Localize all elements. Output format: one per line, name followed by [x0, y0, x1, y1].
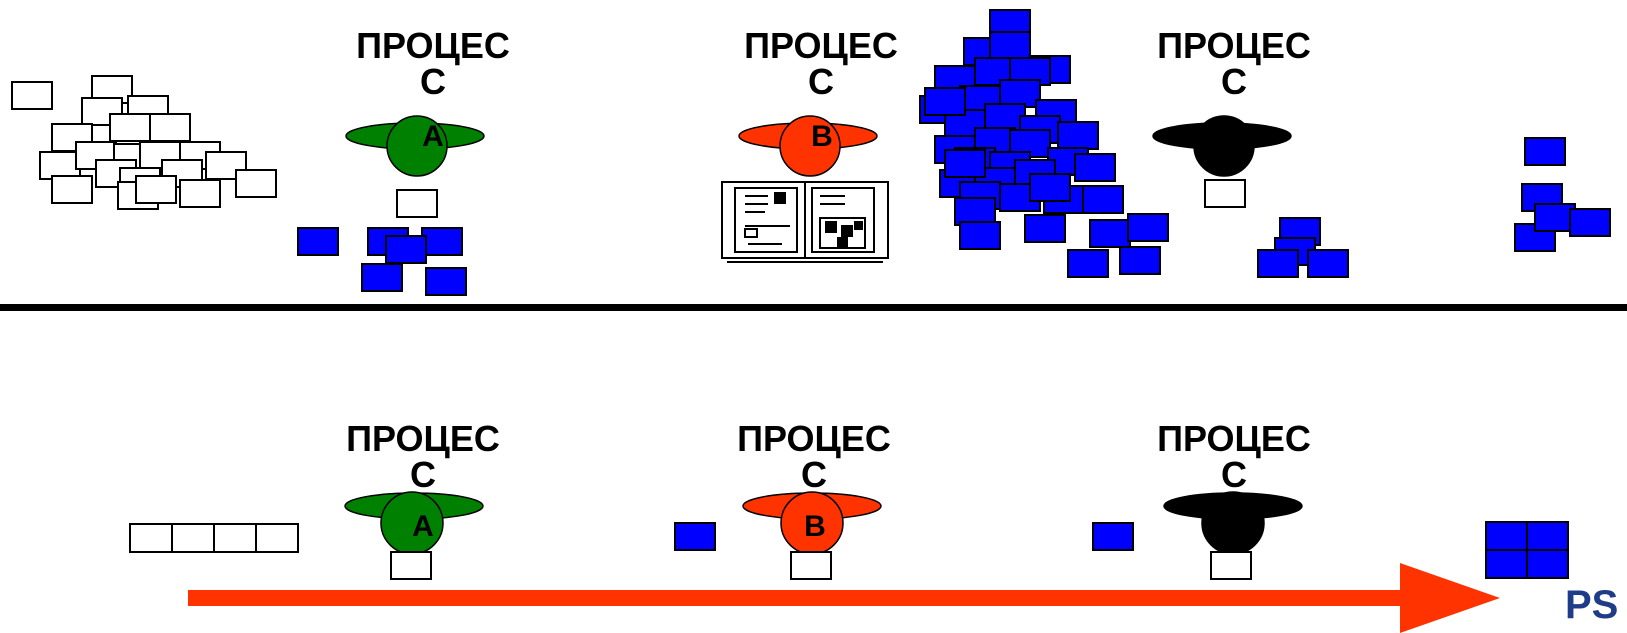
work-item-icon: [1029, 173, 1071, 202]
work-item-icon: [959, 221, 1001, 250]
process-label: ПРОЦЕС С: [1157, 418, 1311, 495]
work-item-icon: [425, 267, 467, 296]
work-item-icon: [1127, 213, 1169, 242]
inspection-item-icon: [790, 551, 832, 580]
work-item-icon: [1526, 549, 1569, 579]
inspection-item-icon: [396, 189, 438, 218]
process-letter: B: [811, 120, 833, 153]
operator-hat-icon: A: [345, 115, 485, 177]
raw-item: [149, 113, 191, 142]
flow-arrow-icon: [188, 563, 1500, 633]
operator-hat-icon: C: [1152, 115, 1292, 177]
work-item-icon: [1524, 137, 1566, 166]
raw-item: [129, 523, 173, 553]
process-letter: C: [1217, 120, 1239, 153]
work-item-icon: [1119, 246, 1161, 275]
raw-item: [179, 179, 221, 208]
raw-item: [51, 175, 93, 204]
work-item-icon: [674, 522, 716, 551]
work-item-icon: [999, 79, 1041, 108]
work-item-icon: [1024, 214, 1066, 243]
work-item-icon: [1257, 249, 1299, 278]
raw-item: [39, 151, 81, 180]
work-item-icon: [1569, 208, 1611, 237]
work-item-icon: [385, 235, 427, 264]
raw-item: [213, 523, 257, 553]
work-item-icon: [1307, 249, 1349, 278]
work-item-icon: [1057, 121, 1099, 150]
process-label: ПРОЦЕС С: [744, 25, 898, 102]
work-item-icon: [1089, 219, 1131, 248]
operator-head: [1193, 115, 1255, 177]
operator-head: [779, 115, 841, 177]
process-label: ПРОЦЕС С: [346, 418, 500, 495]
work-item-icon: [1082, 185, 1124, 214]
raw-item: [255, 523, 299, 553]
raw-item: [109, 113, 151, 142]
work-item-icon: [924, 87, 966, 116]
raw-queue-bottom: [129, 523, 299, 553]
process-letter: A: [422, 120, 444, 153]
wip-pile-before-process-c: [919, 9, 1169, 278]
raw-material-pile: [11, 75, 277, 210]
raw-item: [135, 175, 177, 204]
section-divider: [0, 304, 1627, 311]
work-item-icon: [1074, 153, 1116, 182]
work-item-icon: [989, 31, 1031, 60]
raw-item: [171, 523, 215, 553]
finished-goods-top: [1514, 137, 1611, 252]
work-item-icon: [297, 227, 339, 256]
work-item-icon: [1526, 521, 1569, 551]
work-item-icon: [361, 263, 403, 292]
operator-head: [386, 115, 448, 177]
process-label: ПРОЦЕС С: [356, 25, 510, 102]
process-label: ПРОЦЕС С: [737, 418, 891, 495]
wip-after-process-a: [297, 227, 467, 296]
work-item-icon: [1485, 549, 1528, 579]
finished-goods-bottom: [1485, 521, 1569, 579]
process-letter: C: [1222, 510, 1244, 543]
raw-item: [235, 169, 277, 198]
work-item-icon: [954, 197, 996, 226]
operator-hat-icon: C: [1163, 491, 1303, 555]
wip-after-process-c: [1257, 217, 1349, 278]
inspection-item-icon: [1204, 179, 1246, 208]
work-item-icon: [944, 149, 986, 178]
work-item-icon: [421, 227, 463, 256]
operator-hat-icon: B: [742, 491, 882, 555]
raw-item: [11, 81, 53, 110]
process-letter: A: [412, 510, 434, 543]
inspection-item-icon: [390, 551, 432, 580]
inspection-item-icon: [1210, 551, 1252, 580]
work-item-icon: [1092, 522, 1134, 551]
process-label: ПРОЦЕС С: [1157, 25, 1311, 102]
operator-hat-icon: A: [344, 491, 484, 555]
open-manual-icon: [721, 181, 889, 263]
operator-hat-icon: B: [738, 115, 878, 177]
work-item-icon: [1067, 249, 1109, 278]
work-item-icon: [1485, 521, 1528, 551]
brand-logo-text: PS: [1565, 583, 1619, 627]
process-letter: B: [804, 510, 826, 543]
